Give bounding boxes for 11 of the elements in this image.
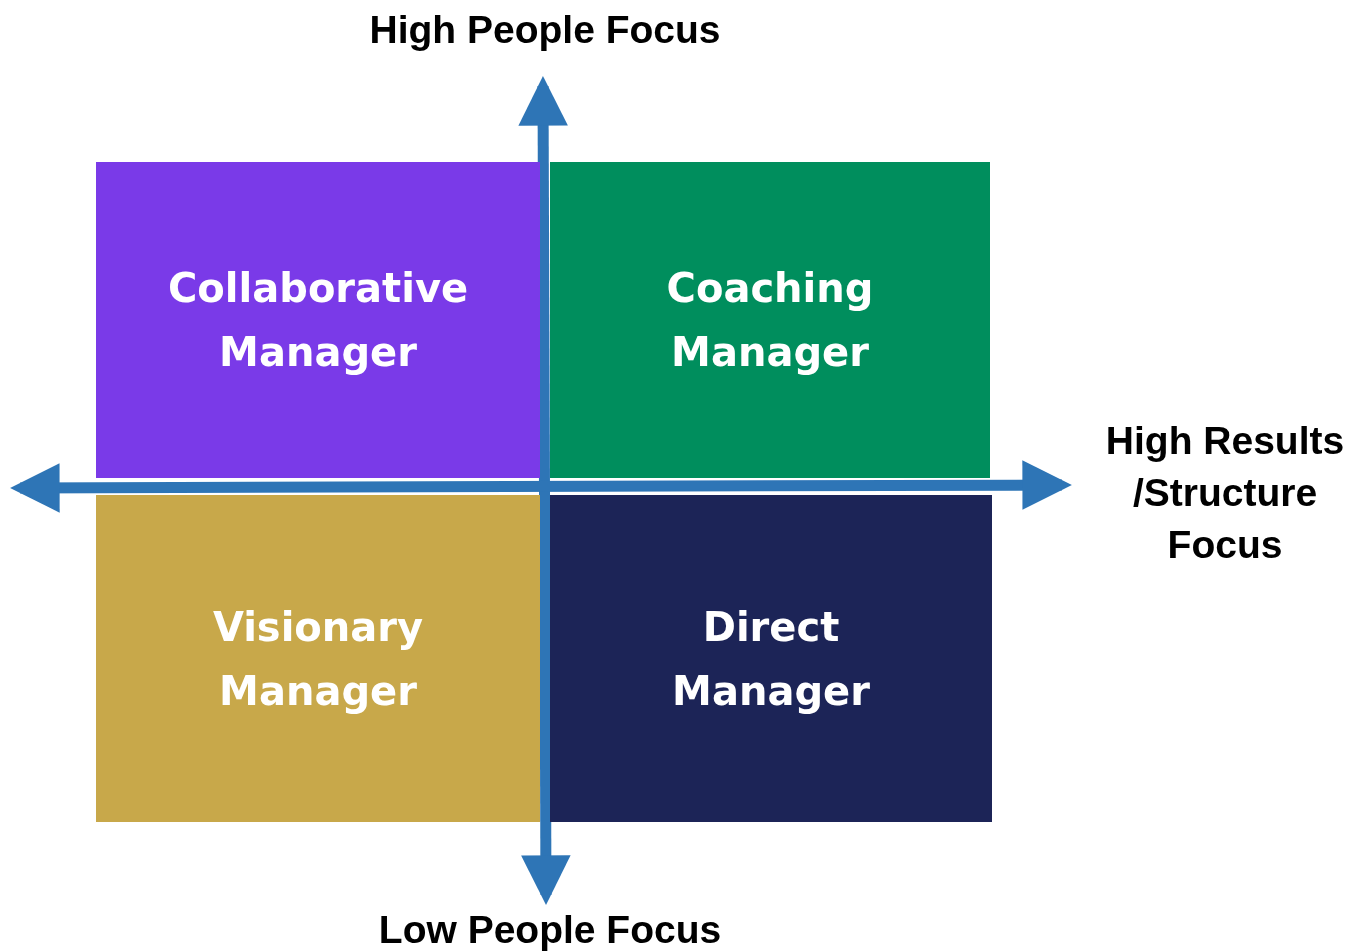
quadrant-title: Direct Manager bbox=[671, 602, 871, 716]
quadrant-box bbox=[96, 495, 540, 822]
quadrant-title: Visionary Manager bbox=[211, 602, 425, 716]
quadrant-title: Collaborative Manager bbox=[168, 264, 468, 377]
axis-label: Low People Focus bbox=[377, 907, 723, 951]
quadrant-box bbox=[550, 162, 990, 478]
quadrant-title: Coaching Manager bbox=[665, 264, 875, 377]
axis-label: High Results /Structure Focus bbox=[1104, 418, 1346, 568]
quadrant-box bbox=[550, 495, 992, 822]
quadrant-box bbox=[96, 162, 540, 478]
axis-label: High People Focus bbox=[368, 7, 722, 53]
